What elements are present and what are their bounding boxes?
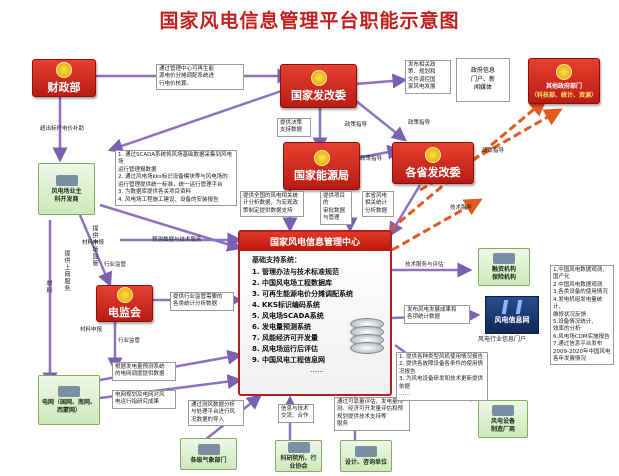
note-project-approval: 提供项目的审批数据与管理 [320, 191, 352, 225]
grid-company-node: 电网（国网、南网、西蒙网） [38, 375, 100, 425]
research-institutes-node: 科研院所、行 业协会 [275, 440, 322, 472]
center-title: 国家风电信息管理中心 [240, 232, 390, 251]
ndrc-node: 国家发改委 [280, 64, 357, 108]
note-portal: 发布风电发展成果和各项统计数据 [404, 305, 470, 324]
national-emblem-icon [556, 63, 572, 80]
support-system-item: 3. 可再生能源电价分摊调配系统 [252, 290, 353, 298]
research-icon [287, 441, 310, 453]
media-line: 门户、新 [470, 75, 495, 83]
energy-bureau-node: 国家能源局 [283, 142, 360, 190]
support-system-item: 1. 管理办法与技术标准规范 [252, 268, 339, 276]
developers-line: 科开发商 [54, 195, 79, 203]
national-wind-info-center: 国家风电信息管理中心 基础支持系统： 1. 管理办法与技术标准规范 2. 中国风… [238, 230, 392, 396]
other-departments-node: 其他政府部门 （科技部、统计、资源） [528, 58, 600, 104]
national-emblem-icon [313, 149, 330, 166]
provincial-ndrc-node: 各省发改委 [392, 142, 474, 184]
note-material-1: 材料申报 [82, 240, 105, 246]
note-grid-research: 电网规划及电网对风电运行指研究成果 [112, 390, 176, 409]
finance-institutions-node: 融资机构 保险机构 [478, 248, 530, 286]
note-tech-service: 技术服务 [450, 205, 473, 211]
page-title: 国家风电信息管理平台职能示意图 [159, 10, 460, 32]
other-departments-label: 其他政府部门 [545, 82, 582, 90]
note-ndrc-media: 发布相关政策、规划和文件调控国家风电发展 [405, 60, 451, 94]
developers-line: 风电场业主 [51, 187, 82, 195]
support-system-list: 1. 管理办法与技术标准规范 2. 中国风电场工程数据库 3. 可再生能源电价分… [240, 267, 390, 366]
center-subtitle: 基础支持系统： [252, 256, 301, 264]
wind-developers-node: 风电场业主 科开发商 [38, 163, 95, 215]
finance-line: 保险机构 [491, 273, 516, 281]
note-nea-stats: 提供全国的风电相关统计分析数据，为宏观政策制定提供数据支持 [240, 191, 304, 218]
research-line: 业协会 [289, 462, 308, 470]
wind-info-portal-logo: 风电信息网 [485, 296, 539, 334]
finance-icon [493, 252, 515, 264]
vert-supervision: 提供市场监管 [91, 225, 98, 267]
grid-icon [58, 385, 80, 397]
energy-bureau-label: 国家能源局 [294, 168, 349, 182]
national-emblem-icon [425, 146, 441, 163]
vert-material: 材料 [45, 280, 52, 294]
support-system-item: 6. 发电量预测系统 [252, 323, 311, 331]
support-system-item: 7. 风能经济可开发量 [252, 334, 318, 342]
research-line: 科研院所、行 [280, 454, 317, 462]
finance-line: 融资机构 [491, 265, 516, 273]
note-supervision-2: 行业监管 [118, 338, 141, 344]
national-emblem-icon [310, 69, 327, 86]
note-policy-guide-4: 政策指导 [408, 120, 431, 126]
note-research: 信息与技术交流、合作 [278, 404, 314, 423]
ndrc-label: 国家发改委 [291, 88, 346, 102]
note-policy-support: 提供决策支持数据 [277, 118, 311, 137]
equipment-line: 制造厂商 [490, 425, 515, 433]
developer-icon [55, 174, 78, 186]
note-forecast: 预测数据与技术服务 [152, 237, 202, 243]
grid-label: 电网（国网、南网、西蒙网） [42, 398, 97, 414]
note-subsidy: 超出标杆电价补助 [40, 126, 85, 132]
note-supervision-1: 行业监管 [104, 262, 127, 268]
note-design: 通过可靠量评估，发电量预测、经济可开发量评估和预规划提供技术支持等服务 [334, 397, 410, 431]
media-line: 政府信息 [470, 67, 495, 75]
wind-portal-logo-text: 风电信息网 [494, 316, 530, 324]
ministry-of-finance-label: 财政部 [47, 80, 81, 94]
design-consulting-node: 设计、咨询单位 [340, 440, 392, 472]
provincial-ndrc-label: 各省发改委 [405, 165, 461, 179]
equipment-makers-node: 风电设备 制造厂商 [478, 400, 528, 438]
support-system-item: 8. 风电场运行后评估 [252, 345, 318, 353]
note-regulator-stats: 提供行业监管需要的各类统计分析数据 [170, 292, 234, 311]
weather-icon [197, 443, 220, 455]
weather-department-node: 各级气象部门 [180, 438, 237, 470]
electricity-regulator-label: 电监会 [108, 306, 141, 319]
support-system-item: 4. KKS标识编码系统 [252, 301, 320, 309]
note-policy-guide-3: 政策指导 [482, 148, 505, 154]
vert-subsidy: 提供上网服务 [63, 250, 70, 292]
note-material-2: 材料申报 [80, 327, 103, 333]
other-departments-sublabel: （科技部、统计、资源） [530, 91, 597, 99]
support-system-item: 5. 风电场SCADA系统 [252, 312, 324, 320]
national-emblem-icon [116, 287, 133, 303]
note-policy-guide-1: 政策指导 [345, 122, 368, 128]
note-policy-guide-2: 政策指导 [360, 156, 383, 162]
equipment-icon [492, 404, 514, 416]
note-grid-dispatch: 根据发电量预测系统的电网调度提供数据 [112, 362, 176, 381]
media-portal-box: 政府信息 门户、新 闻媒体 [456, 58, 510, 102]
note-weather: 通过测风数据分析与处理平台进行风况数据的导入 [188, 400, 244, 427]
support-system-item: 9. 中国风电工程信息网 [252, 356, 325, 364]
note-finance: 技术服务与评估 [405, 262, 444, 268]
electricity-regulator-node: 电监会 [96, 285, 153, 322]
national-emblem-icon [56, 61, 72, 78]
design-label: 设计、咨询单位 [344, 458, 387, 466]
design-icon [355, 445, 377, 457]
equipment-line: 风电设备 [490, 417, 515, 425]
center-more: …… [310, 366, 324, 374]
ministry-of-finance-node: 财政部 [32, 59, 96, 97]
note-province-stats: 本省风电相关统计分析数据 [362, 191, 394, 218]
note-mof-price: 通过管理中心可再生能源电价分摊调配系统进行电价核算。 [156, 64, 244, 91]
wind-portal-icon [501, 300, 523, 314]
wind-portal-label: 风电行业信息门户 [478, 336, 527, 343]
database-icon [350, 318, 384, 354]
media-line: 闻媒体 [473, 84, 492, 92]
weather-label: 各级气象部门 [190, 456, 227, 464]
support-system-item: 2. 中国风电场工程数据库 [252, 279, 332, 287]
